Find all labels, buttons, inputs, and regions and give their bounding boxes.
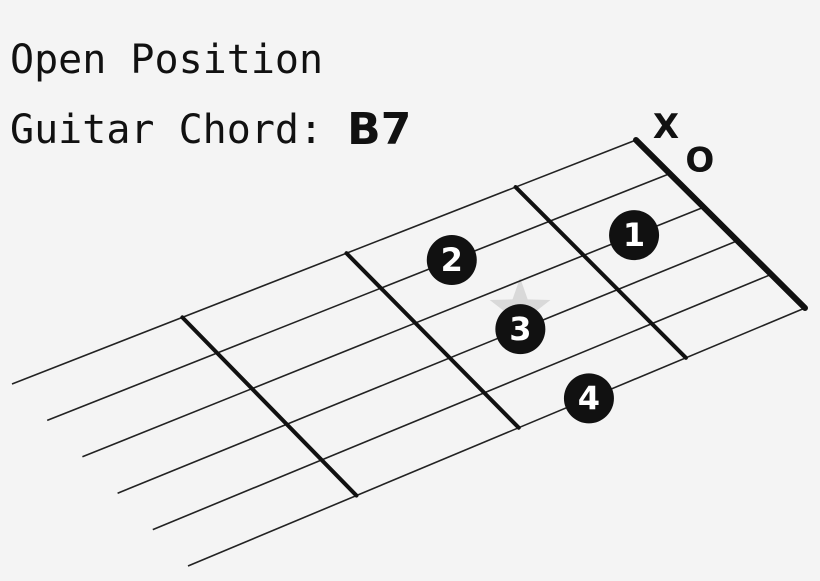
finger-number: 1 — [623, 216, 645, 254]
string-line — [117, 240, 738, 494]
chord-name: B7 — [347, 104, 412, 155]
finger-dot: 3 — [495, 304, 546, 355]
fret-line — [180, 315, 359, 498]
string-line — [187, 307, 806, 567]
fret-line — [344, 251, 521, 430]
string-line — [152, 273, 772, 531]
finger-circle — [563, 373, 614, 424]
finger-number: 3 — [509, 310, 531, 348]
open-string-marker: O — [685, 141, 714, 181]
string-line — [11, 139, 637, 385]
finger-number: 4 — [578, 379, 600, 417]
finger-circle — [495, 304, 546, 355]
finger-dot: 2 — [426, 235, 477, 286]
finger-number: 2 — [441, 241, 463, 279]
title-line-1: Open Position — [10, 37, 324, 83]
title-line-2: Guitar Chord: B7 — [10, 108, 411, 152]
string-line — [82, 206, 704, 458]
nut-line — [633, 137, 808, 311]
muted-string-marker: X — [653, 107, 679, 147]
fret-line — [513, 185, 688, 360]
finger-circle — [609, 210, 660, 261]
string-line — [46, 172, 671, 422]
finger-circle — [426, 235, 477, 286]
finger-dot: 1 — [609, 210, 660, 261]
finger-dot: 4 — [563, 373, 614, 424]
title-prefix: Guitar Chord: — [10, 107, 348, 153]
